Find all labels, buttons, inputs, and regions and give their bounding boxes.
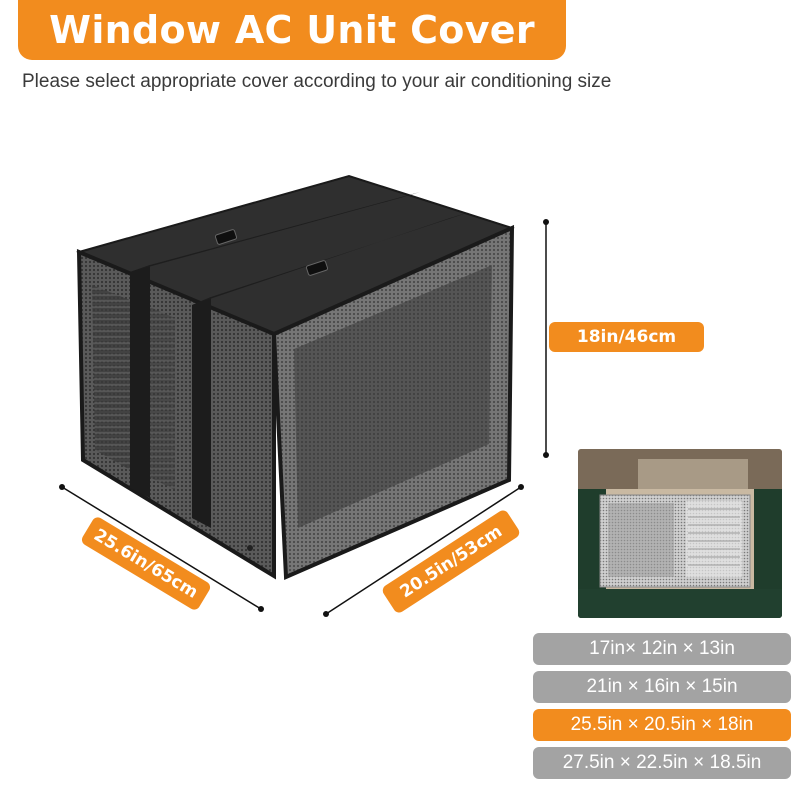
- buckle-icon: [305, 260, 329, 276]
- size-option-2[interactable]: 21in × 16in × 15in: [533, 671, 791, 703]
- height-dimension-label: 18in/46cm: [549, 322, 704, 352]
- strap-left: [130, 265, 150, 498]
- strap-right: [192, 297, 211, 528]
- page-subtitle: Please select appropriate cover accordin…: [22, 71, 612, 92]
- size-option-1[interactable]: 17in× 12in × 13in: [533, 633, 791, 665]
- buckle-icon: [214, 229, 238, 245]
- installed-unit-photo: [578, 449, 782, 618]
- unit-front-grille: [294, 265, 492, 528]
- dimension-line: [61, 222, 547, 615]
- size-option-3-selected[interactable]: 25.5in × 20.5in × 18in: [533, 709, 791, 741]
- size-option-4[interactable]: 27.5in × 22.5in × 18.5in: [533, 747, 791, 779]
- title-banner: Window AC Unit Cover: [18, 0, 566, 60]
- page-title: Window AC Unit Cover: [49, 8, 535, 52]
